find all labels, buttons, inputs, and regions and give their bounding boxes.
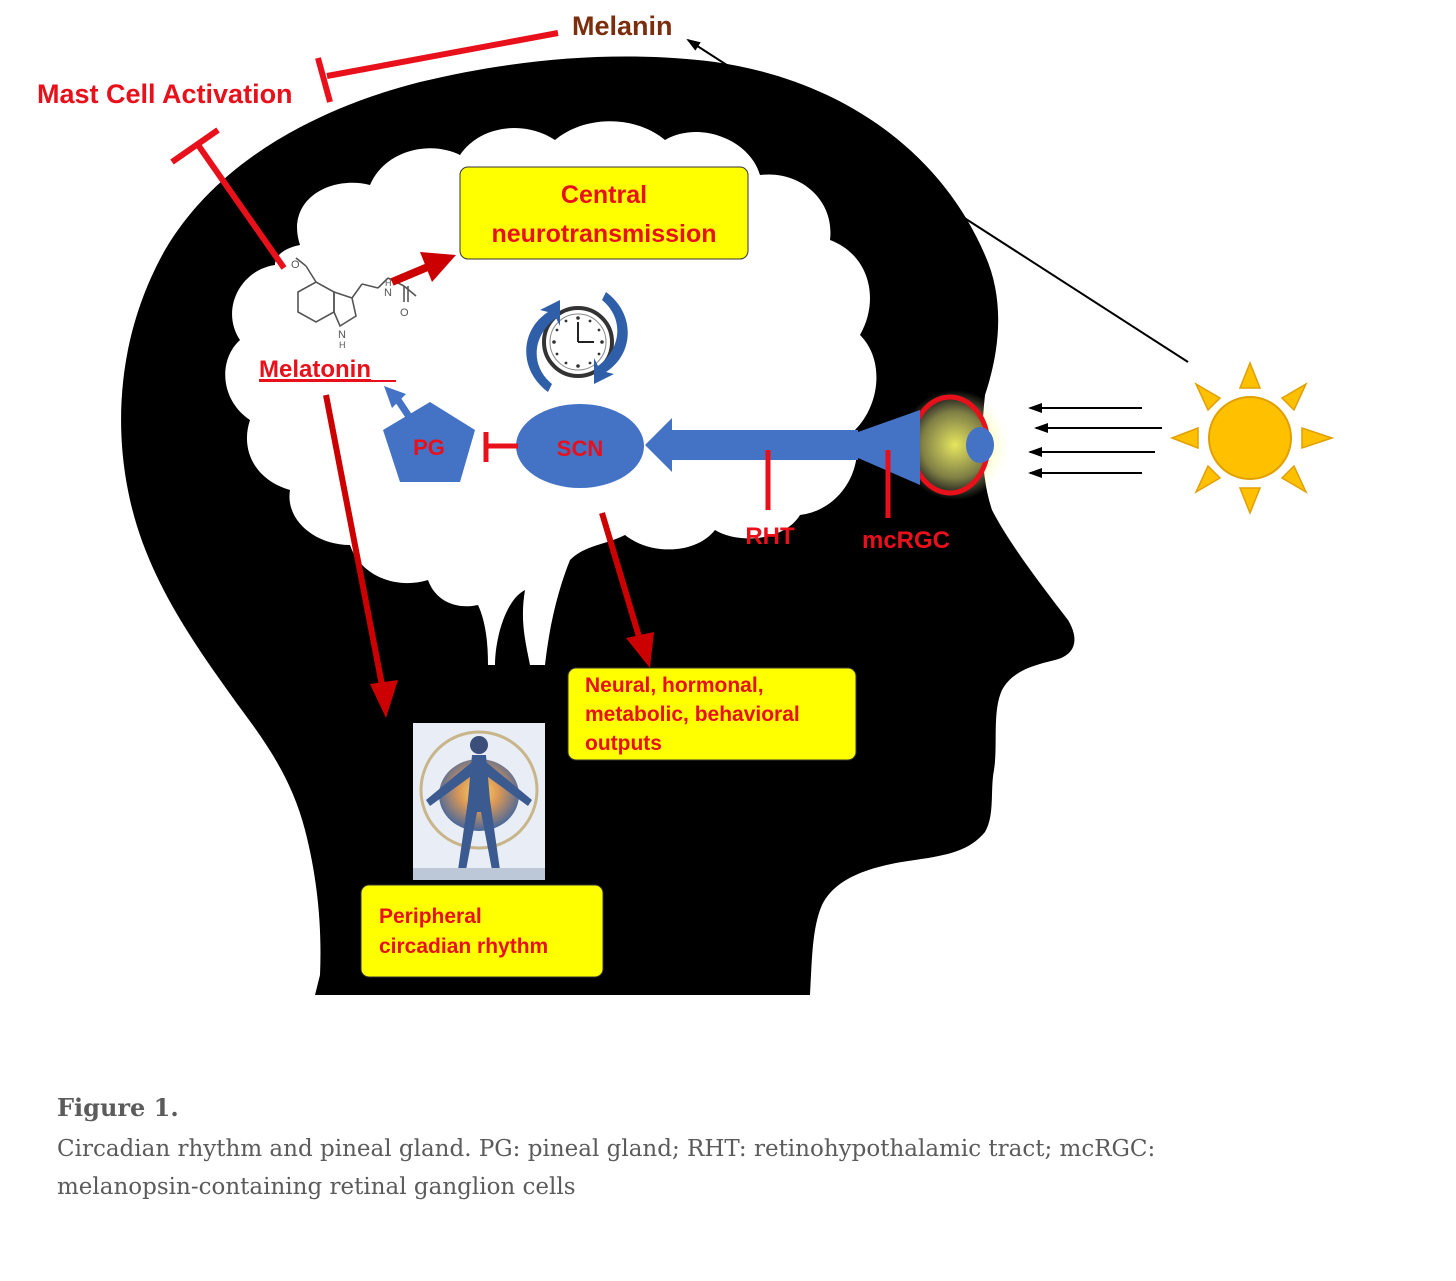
outputs-line2: metabolic, behavioral <box>585 703 800 726</box>
clock-cycle-arrow-right <box>594 292 628 384</box>
peripheral-box <box>360 884 604 978</box>
rht-label: RHT <box>745 523 795 550</box>
caption-text-line1: Circadian rhythm and pineal gland. PG: p… <box>57 1136 1156 1162</box>
sun-melanin-arrow <box>686 38 1189 363</box>
mcrgc-label: mcRGC <box>862 527 950 554</box>
clock-ticks <box>552 316 604 368</box>
melanin-label: Melanin <box>572 11 673 41</box>
eye-lens <box>966 427 994 463</box>
molecule-o-label: O <box>291 259 300 271</box>
circadian-diagram: O N H N H O Melatonin Central neurotrans… <box>37 11 1335 996</box>
melatonin-mastcell-inhibit-bar <box>170 127 220 165</box>
melatonin-mastcell-inhibit-line <box>193 140 287 270</box>
peripheral-line2: circadian rhythm <box>379 935 548 958</box>
outputs-line1: Neural, hormonal, <box>585 674 764 697</box>
caption-title: Figure 1. <box>57 1093 179 1122</box>
melatonin-central-arrow-shaft <box>390 262 432 286</box>
scn-node <box>516 404 644 488</box>
clock-cycle-arrow-left <box>526 300 560 392</box>
scn-label: SCN <box>557 436 603 461</box>
melatonin-central-arrowhead <box>420 252 456 282</box>
sun-icon <box>1169 360 1335 516</box>
melatonin-molecule <box>295 257 417 328</box>
melatonin-label: Melatonin <box>259 356 371 383</box>
molecule-h2-label: H <box>339 340 346 350</box>
rht-arrowhead <box>645 418 672 472</box>
pg-label: PG <box>413 435 445 460</box>
melatonin-peripheral-arrowhead <box>370 680 398 718</box>
peripheral-line1: Peripheral <box>379 905 482 928</box>
central-neurotransmission-line1: Central <box>561 181 647 209</box>
scn-outputs-arrow-shaft <box>599 512 643 641</box>
molecule-h-label: H <box>385 278 392 288</box>
pg-node <box>383 402 475 482</box>
central-neurotransmission-box <box>459 166 749 260</box>
outputs-box <box>567 667 857 761</box>
outputs-line3: outputs <box>585 732 662 755</box>
molecule-nh-label: N <box>338 329 346 341</box>
retinal-tract-shape <box>650 410 920 485</box>
central-neurotransmission-line2: neurotransmission <box>491 220 716 248</box>
light-ray-arrows <box>1028 403 1162 478</box>
pg-melatonin-arrow-shaft <box>395 398 413 420</box>
molecule-o2-label: O <box>400 307 409 319</box>
caption-text-line2: melanopsin-containing retinal ganglion c… <box>57 1174 576 1200</box>
mast-cell-activation-label: Mast Cell Activation <box>37 79 293 109</box>
melanin-mastcell-inhibit-line <box>326 30 559 79</box>
figure-caption: Figure 1. Circadian rhythm and pineal gl… <box>57 1093 1397 1206</box>
melanin-mastcell-inhibit-bar <box>315 57 333 103</box>
scn-outputs-arrowhead <box>626 632 654 668</box>
molecule-n-label: N <box>384 287 392 299</box>
melatonin-peripheral-arrow-shaft <box>323 394 385 686</box>
human-figure-image <box>413 723 545 880</box>
pg-melatonin-arrowhead <box>384 386 406 408</box>
